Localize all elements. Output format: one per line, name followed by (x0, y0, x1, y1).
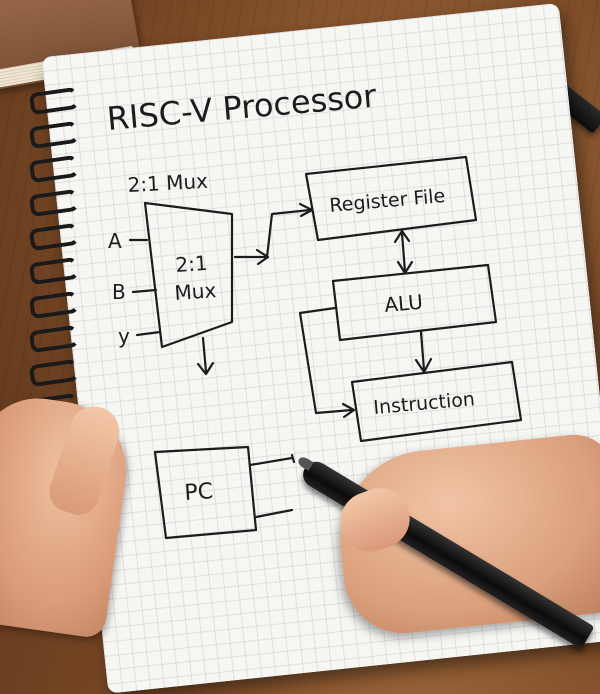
instruction-box (350, 360, 523, 443)
register-file-label: Register File (329, 185, 447, 217)
processor-sketch: RISC-V Processor 2:1 Mux A B y 2:1 Mux R… (105, 76, 523, 540)
alu-box (331, 263, 498, 342)
mux-heading: 2:1 Mux (127, 169, 209, 197)
pc-wire-bottom (254, 508, 294, 519)
mux-label-bottom: Mux (174, 278, 218, 305)
feedback-wire (298, 306, 354, 415)
alu-instruction-wire (419, 330, 426, 372)
mux-input-b-line (131, 288, 158, 294)
pc-label: PC (184, 479, 214, 506)
regfile-alu-arrow-up (393, 229, 411, 244)
pc-box (153, 445, 258, 540)
alu-label: ALU (383, 290, 423, 317)
mux-input-y-label: y (118, 324, 130, 348)
register-file-box (304, 155, 478, 242)
mux-output-line (201, 336, 208, 374)
mux-input-y-line (135, 330, 162, 337)
mux-output-arrowhead (196, 361, 215, 376)
feedback-arrowhead (341, 402, 356, 419)
pc-wire-top (248, 456, 294, 467)
mux-input-b-label: B (112, 280, 126, 304)
pc-wire-tick (290, 453, 296, 464)
mux-input-a-label: A (108, 229, 122, 253)
instruction-label: Instruction (373, 388, 476, 419)
mux-to-regfile-wire (233, 208, 312, 259)
regfile-alu-wire (400, 231, 407, 274)
mux-out-arrowhead (255, 248, 270, 266)
mux-label-top: 2:1 (175, 251, 209, 277)
mux-shape (143, 201, 234, 349)
page-title: RISC-V Processor (105, 76, 378, 137)
